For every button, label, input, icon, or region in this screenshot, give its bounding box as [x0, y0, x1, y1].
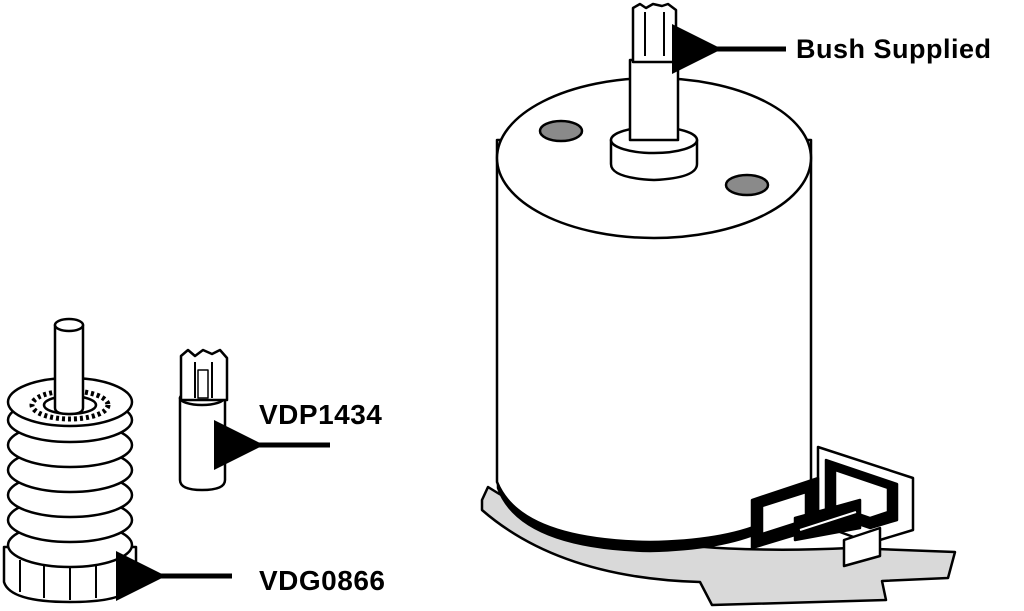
label-vdp1434: VDP1434	[259, 399, 383, 430]
terminal-connector	[750, 445, 915, 568]
mounting-hole-right	[724, 173, 770, 197]
label-vdg0866: VDG0866	[259, 565, 386, 596]
motor-assembly	[480, 2, 957, 607]
bush-vdp1434	[178, 348, 229, 492]
mounting-hole-left	[538, 119, 584, 143]
motor-shaft	[628, 58, 680, 142]
label-bush-supplied: Bush Supplied	[796, 34, 992, 64]
gear-vdg0866	[2, 317, 138, 604]
shaft-bush	[631, 2, 678, 64]
